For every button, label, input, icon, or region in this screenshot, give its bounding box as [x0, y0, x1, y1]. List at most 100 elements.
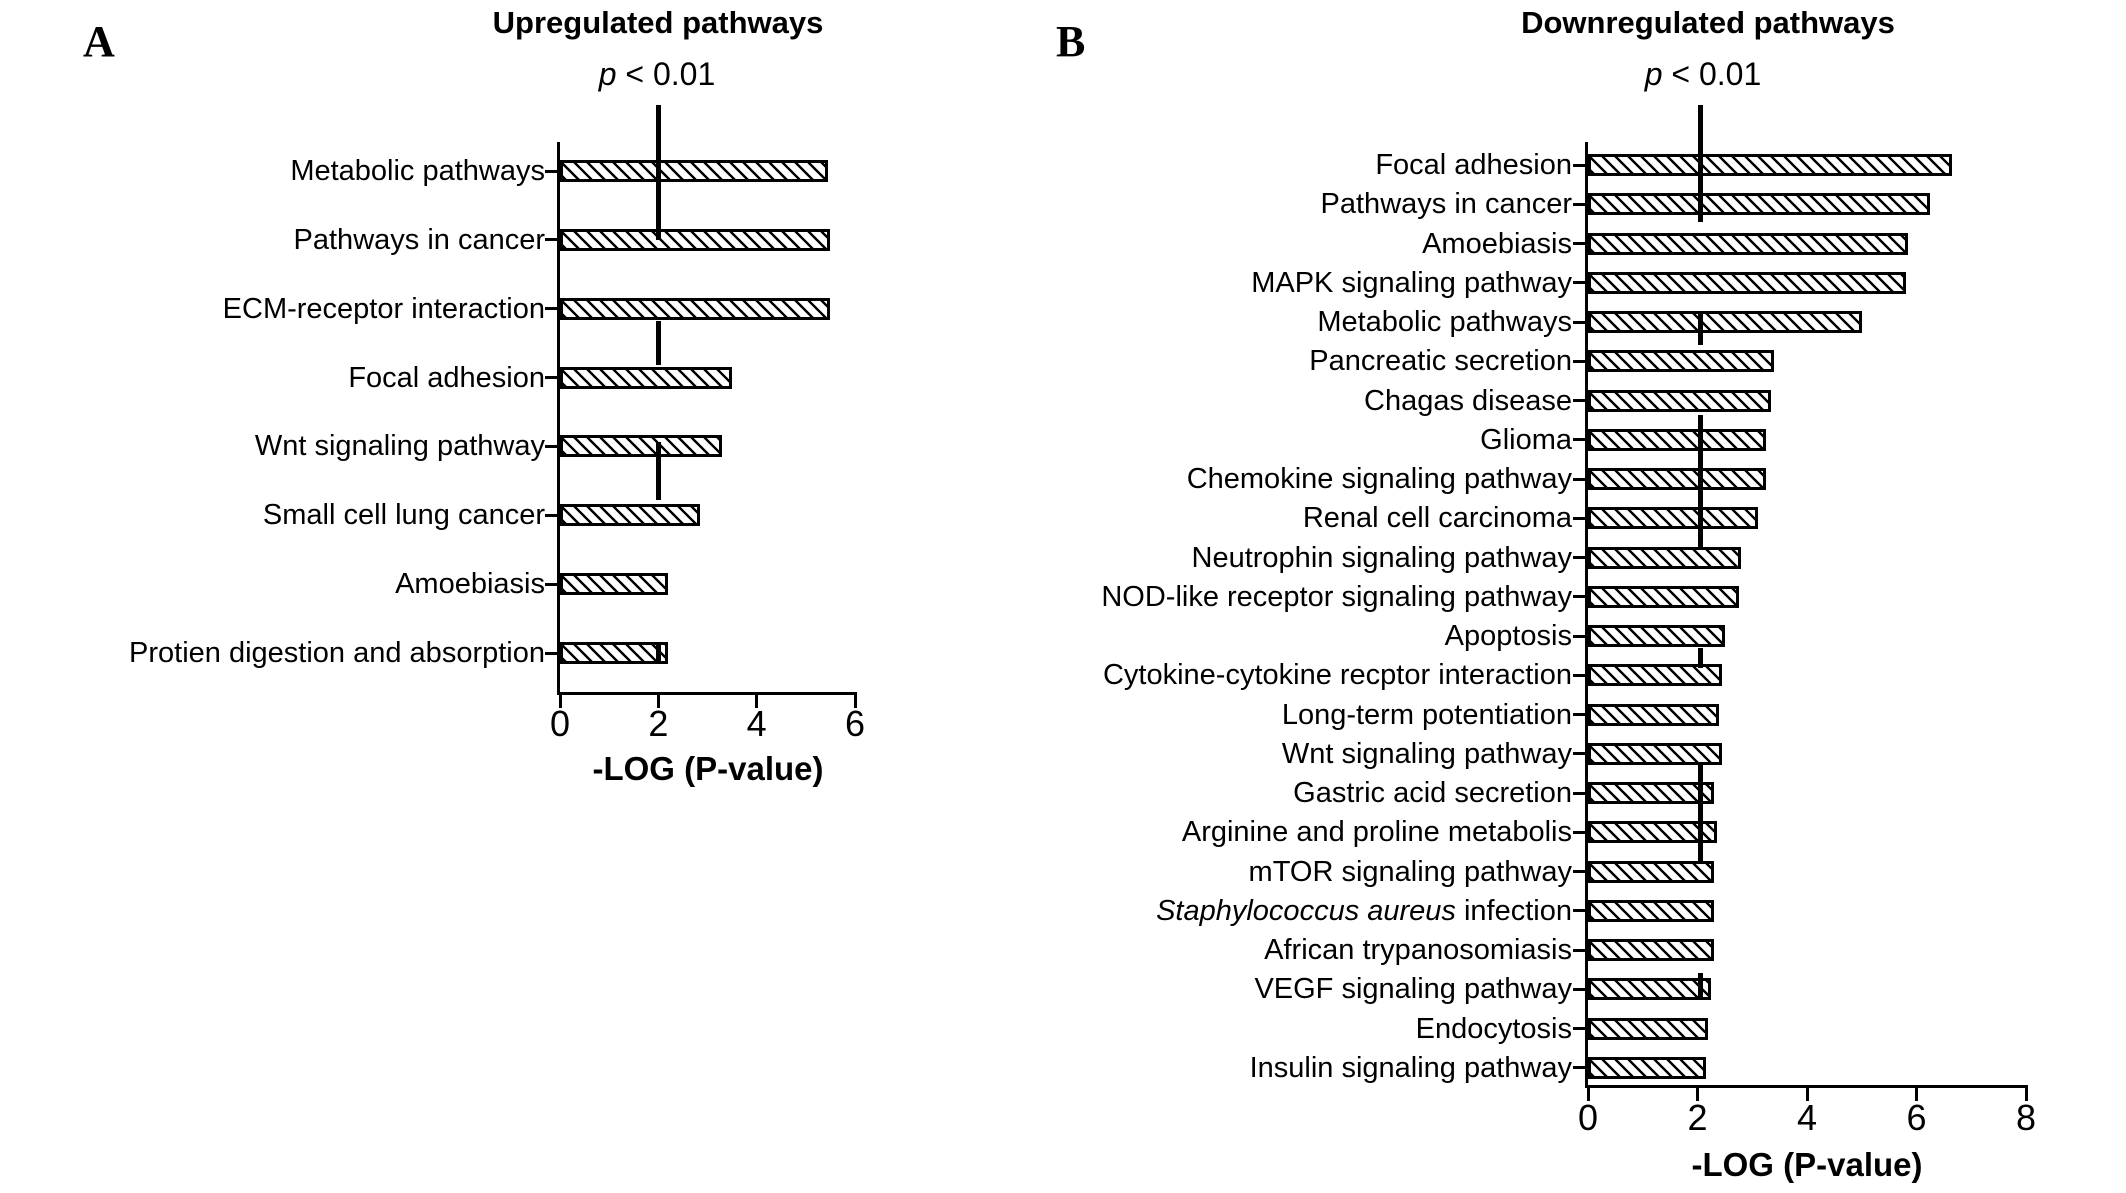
category-label: Pathways in cancer	[1320, 188, 1572, 221]
x-axis-tick-label: 4	[1796, 1097, 1818, 1138]
panel-a-x-axis-label: -LOG (P-value)	[592, 750, 824, 787]
panel-b-title: Downregulated pathways	[1521, 5, 1895, 40]
bar-glioma	[1588, 428, 1766, 451]
bar-staphylococcus-aureus-infection	[1588, 899, 1714, 922]
y-axis-line	[1585, 142, 1588, 1085]
y-axis-tick	[1573, 242, 1585, 246]
x-axis-tick	[853, 695, 857, 708]
category-label: Amoebiasis	[395, 567, 545, 600]
bar-wnt-signaling-pathway	[1588, 742, 1723, 765]
category-label: mTOR signaling pathway	[1248, 855, 1572, 888]
p-symbol: p	[598, 56, 617, 92]
y-axis-tick	[545, 513, 557, 517]
bar-gastric-acid-secretion	[1588, 782, 1714, 805]
category-label: NOD-like receptor signaling pathway	[1101, 580, 1572, 613]
x-axis-tick-label: 0	[1577, 1097, 1599, 1138]
y-axis-tick	[1573, 830, 1585, 834]
bar-arginine-and-proline-metabolis	[1588, 821, 1717, 844]
y-axis-tick	[1573, 1027, 1585, 1031]
y-axis-tick	[1573, 281, 1585, 285]
y-axis-tick	[1573, 791, 1585, 795]
category-label: Metabolic pathways	[290, 154, 545, 187]
bar-amoebiasis	[1588, 232, 1909, 255]
y-axis-tick	[545, 651, 557, 655]
bar-focal-adhesion	[560, 366, 733, 389]
category-label: Chagas disease	[1364, 384, 1572, 417]
category-label: Neutrophin signaling pathway	[1191, 541, 1572, 574]
p-threshold-line-segment	[1697, 105, 1703, 222]
category-label: Pancreatic secretion	[1309, 345, 1572, 378]
y-axis-tick	[1573, 359, 1585, 363]
x-axis-tick	[1696, 1088, 1699, 1101]
x-axis-tick	[656, 695, 660, 708]
y-axis-tick	[1573, 752, 1585, 756]
p-threshold-line-segment	[655, 642, 661, 664]
p-threshold-line-segment	[1697, 415, 1703, 548]
bar-protien-digestion-and-absorption	[560, 642, 669, 665]
panel-a-letter: A	[83, 17, 115, 66]
x-axis-tick	[2024, 1088, 2028, 1101]
category-label: African trypanosomiasis	[1264, 933, 1572, 966]
y-axis-tick	[545, 444, 557, 448]
bar-pathways-in-cancer	[1588, 193, 1931, 216]
bar-small-cell-lung-cancer	[560, 504, 701, 527]
bar-metabolic-pathways	[560, 160, 828, 182]
y-axis-tick	[1573, 713, 1585, 717]
bar-chemokine-signaling-pathway	[1588, 468, 1766, 491]
bar-wnt-signaling-pathway	[560, 435, 723, 458]
bar-chagas-disease	[1588, 389, 1772, 412]
y-axis-tick	[1573, 163, 1585, 167]
p-threshold-value: < 0.01	[1662, 56, 1762, 92]
y-axis-tick	[1573, 948, 1585, 952]
x-axis-tick	[1915, 1088, 1918, 1101]
category-label: Glioma	[1480, 423, 1572, 456]
bar-focal-adhesion	[1588, 154, 1953, 176]
category-label: Amoebiasis	[1422, 227, 1572, 260]
x-axis-line	[557, 692, 857, 695]
bar-vegf-signaling-pathway	[1588, 978, 1712, 1001]
x-axis-line	[1585, 1085, 2028, 1088]
category-label: ECM-receptor interaction	[222, 292, 545, 325]
bar-ecm-receptor-interaction	[560, 297, 831, 320]
p-threshold-line-segment	[1697, 765, 1703, 863]
p-symbol: p	[1644, 56, 1663, 92]
bar-metabolic-pathways	[1588, 311, 1862, 334]
y-axis-tick	[545, 582, 557, 586]
bar-nod-like-receptor-signaling-pathway	[1588, 585, 1739, 608]
category-label: Chemokine signaling pathway	[1186, 462, 1572, 495]
x-axis-tick-label: 8	[2015, 1097, 2037, 1138]
panel-b-x-axis-label: -LOG (P-value)	[1691, 1146, 1923, 1183]
y-axis-tick	[1573, 320, 1585, 324]
bar-african-trypanosomiasis	[1588, 939, 1714, 962]
bar-long-term-potentiation	[1588, 703, 1720, 726]
category-label: Cytokine-cytokine recptor interaction	[1102, 659, 1572, 692]
x-axis-tick-label: 2	[1687, 1097, 1708, 1138]
y-axis-tick	[1573, 399, 1585, 403]
p-threshold-value: < 0.01	[616, 56, 716, 92]
category-label: Metabolic pathways	[1317, 305, 1572, 338]
category-label: Endocytosis	[1415, 1012, 1572, 1045]
panel-a-p-threshold-label: p < 0.01	[599, 56, 716, 93]
category-label: Protien digestion and absorption	[129, 636, 545, 669]
panel-a-title: Upregulated pathways	[492, 5, 824, 40]
bar-renal-cell-carcinoma	[1588, 507, 1758, 530]
y-axis-tick	[545, 169, 557, 173]
bar-mapk-signaling-pathway	[1588, 271, 1906, 294]
bar-mtor-signaling-pathway	[1588, 860, 1714, 883]
y-axis-tick	[1573, 1066, 1585, 1070]
y-axis-line	[557, 142, 560, 692]
bar-apoptosis	[1588, 625, 1725, 648]
x-axis-tick-label: 6	[844, 703, 866, 744]
bar-insulin-signaling-pathway	[1588, 1056, 1706, 1079]
category-label: VEGF signaling pathway	[1254, 973, 1572, 1006]
x-axis-tick-label: 4	[746, 703, 767, 744]
category-label: Long-term potentiation	[1281, 698, 1572, 731]
bar-amoebiasis	[560, 573, 669, 596]
x-axis-tick	[1805, 1088, 1809, 1101]
panel-b-letter: B	[1056, 17, 1086, 66]
y-axis-tick	[545, 238, 557, 242]
p-threshold-line-segment	[1697, 311, 1703, 345]
category-label: Gastric acid secretion	[1293, 776, 1572, 809]
panel-b-p-threshold-label: p < 0.01	[1645, 56, 1762, 93]
category-label: Insulin signaling pathway	[1249, 1051, 1572, 1084]
